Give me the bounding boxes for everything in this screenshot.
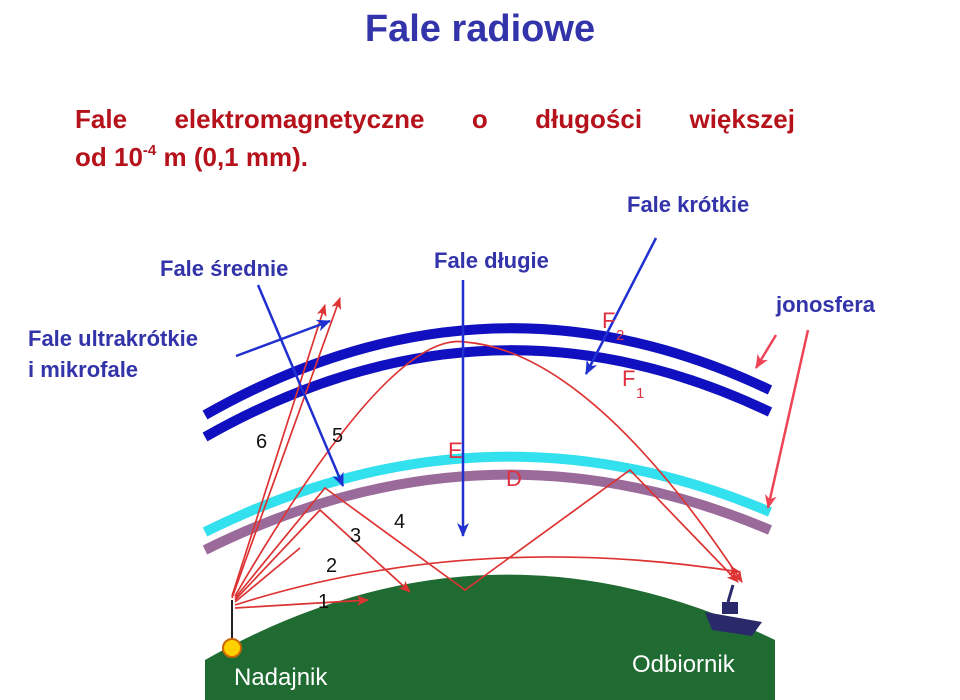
path-number-4: 4: [394, 511, 405, 533]
earth-ground: [205, 574, 775, 700]
path-number-3: 3: [350, 525, 361, 547]
receiver-label: Odbiornik: [632, 651, 736, 678]
ray-paths: [231, 297, 743, 609]
ray-short: [234, 547, 301, 603]
ray-5: [234, 340, 743, 597]
path-number-6: 6: [256, 431, 267, 453]
path-number-5: 5: [332, 425, 343, 447]
ray-6b: [231, 297, 341, 599]
pointer-fale-srednie: [256, 284, 345, 487]
transmitter-icon: [222, 638, 242, 658]
label-fale-ultra-1: Fale ultrakrótkie: [28, 326, 198, 351]
label-fale-dlugie: Fale długie: [434, 248, 549, 273]
subtitle-suffix: m (0,1 mm).: [156, 142, 308, 172]
layer-e-letter: E: [448, 438, 463, 463]
label-fale-ultra-2: i mikrofale: [28, 357, 139, 382]
f2-layer: [202, 323, 773, 420]
ray-2: [234, 556, 741, 606]
path-number-1: 1: [318, 591, 329, 613]
ray-4: [234, 468, 739, 599]
layer-d-letter: D: [506, 466, 522, 491]
subtitle-line-1: Fale elektromagnetyczne o długości więks…: [75, 104, 795, 134]
layer-f1-sub: 1: [636, 385, 644, 402]
layer-f2-letter: F: [602, 308, 615, 333]
pointer-fale-ultra: [235, 319, 331, 358]
subtitle-exponent: -4: [142, 142, 157, 159]
label-fale-krotkie: Fale krótkie: [627, 192, 750, 217]
label-jonosfera: jonosfera: [776, 292, 876, 317]
pointer-fale-krotkie: [584, 237, 658, 375]
subtitle-line-2: od 10-4 m (0,1 mm).: [75, 142, 308, 172]
pointer-jonosfera-f: [754, 334, 778, 369]
f1-layer: [202, 345, 773, 442]
layer-f2-sub: 2: [616, 327, 624, 344]
pointer-jonosfera-d: [764, 329, 810, 509]
ray-6: [231, 304, 327, 597]
ship-icon: [705, 584, 762, 636]
subtitle: Fale elektromagnetyczne o długości więks…: [75, 100, 795, 176]
path-number-2: 2: [326, 555, 337, 577]
layer-f1-letter: F: [622, 366, 635, 391]
jonosfera-pointers: [754, 329, 810, 509]
ray-1: [234, 595, 369, 609]
label-pointers: [235, 237, 658, 537]
e-layer: [202, 451, 772, 537]
ray-3: [234, 508, 411, 601]
page-title: Fale radiowe: [364, 8, 596, 50]
transmitter-label: Nadajnik: [234, 664, 328, 691]
label-fale-srednie: Fale średnie: [160, 256, 289, 281]
subtitle-prefix: od 10: [75, 142, 143, 172]
